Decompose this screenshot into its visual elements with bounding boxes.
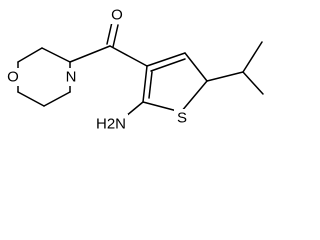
bond <box>41 47 71 63</box>
bond <box>206 71 244 82</box>
bond <box>184 52 208 82</box>
morpholine-nitrogen-label: N <box>66 69 77 86</box>
bond <box>43 91 71 107</box>
bond <box>17 47 43 63</box>
bond <box>146 52 186 67</box>
double-bond <box>112 24 119 48</box>
chemical-structure: O O N S H2N <box>4 6 264 134</box>
bond <box>242 71 264 95</box>
morpholine-oxygen-label: O <box>7 69 19 86</box>
double-bond <box>106 21 113 45</box>
carbonyl-oxygen-label: O <box>111 7 123 24</box>
atom-labels: O O N S H2N <box>4 6 190 134</box>
double-bond <box>148 71 153 99</box>
bond <box>242 41 263 73</box>
amide-linkage <box>69 21 148 67</box>
isopropyl-group <box>206 41 264 95</box>
double-bond <box>150 58 186 72</box>
bond <box>109 45 148 67</box>
thiophene-ring <box>142 52 208 113</box>
bond <box>142 65 148 103</box>
bond <box>17 91 45 107</box>
amine-label: H2N <box>96 116 126 133</box>
thiophene-sulfur-label: S <box>177 110 187 127</box>
bond <box>180 80 208 113</box>
bond <box>69 45 111 63</box>
